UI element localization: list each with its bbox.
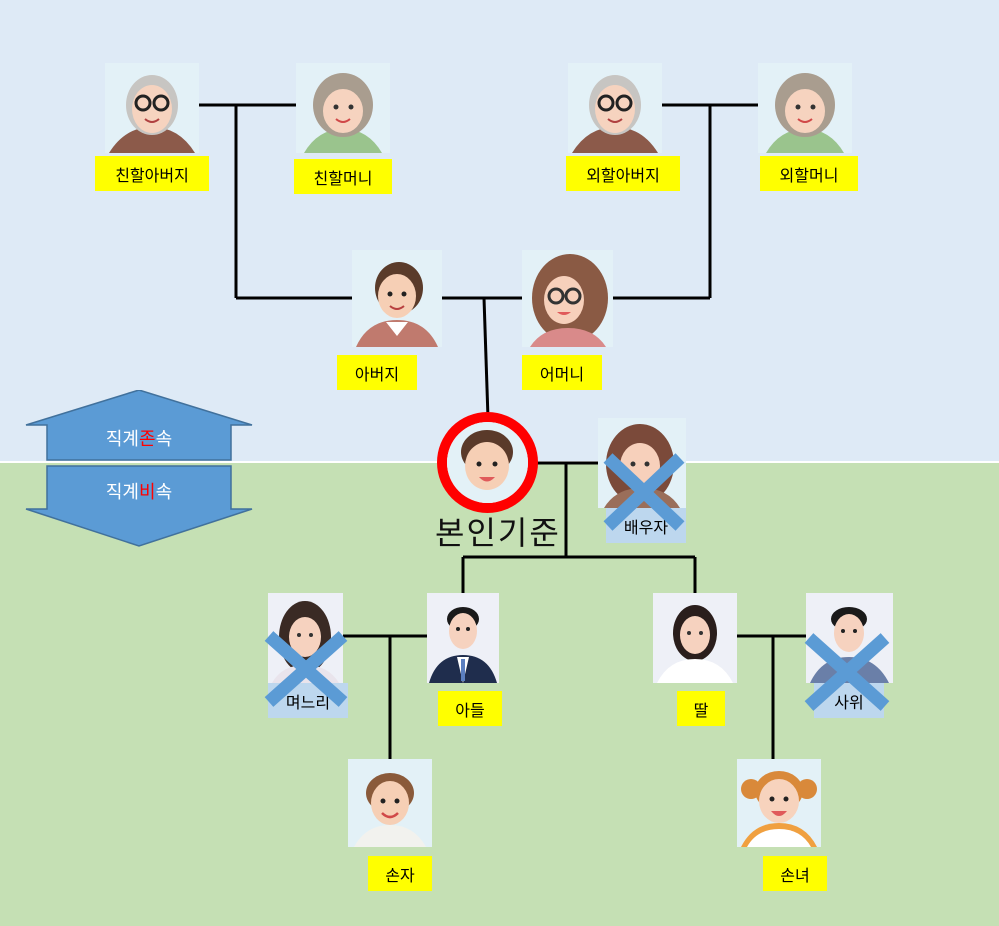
mother-photo: [522, 250, 613, 347]
maternal-grandmother-photo: [758, 63, 852, 153]
young-woman-icon: [653, 593, 737, 683]
excluded-x-icon: [264, 631, 348, 707]
grandfather-icon: [568, 63, 662, 153]
paternal-grandfather-photo: [105, 63, 199, 153]
father-label: 아버지: [337, 355, 417, 390]
paternal-grandfather-label: 친할아버지: [95, 156, 209, 191]
granddaughter-photo: [737, 759, 821, 847]
boy-icon: [348, 759, 432, 847]
girl-icon: [737, 759, 821, 847]
son-photo: [427, 593, 499, 683]
mother-label: 어머니: [522, 355, 602, 390]
grandson-label: 손자: [368, 856, 432, 891]
excluded-x-icon: [603, 453, 685, 531]
grandfather-icon: [105, 63, 199, 153]
daughter-label: 딸: [677, 691, 725, 726]
maternal-grandfather-photo: [568, 63, 662, 153]
man-icon: [352, 250, 442, 347]
paternal-grandmother-photo: [296, 63, 390, 153]
ascendant-arrow-label: 직계존속: [105, 429, 173, 450]
woman-glasses-icon: [522, 250, 613, 347]
ascendant-arrow: [25, 390, 253, 461]
maternal-grandmother-label: 외할머니: [760, 156, 858, 191]
excluded-x-icon: [804, 633, 890, 711]
father-photo: [352, 250, 442, 347]
grandson-photo: [348, 759, 432, 847]
paternal-grandmother-label: 친할머니: [294, 159, 392, 194]
granddaughter-label: 손녀: [763, 856, 827, 891]
descendant-arrow: [25, 465, 253, 547]
self-title: 본인기준: [435, 514, 561, 552]
grandmother-icon: [296, 63, 390, 153]
daughter-photo: [653, 593, 737, 683]
grandmother-icon: [758, 63, 852, 153]
descendant-arrow-label: 직계비속: [105, 482, 173, 503]
self-ring: [437, 412, 538, 513]
self-portrait-icon: [447, 422, 528, 503]
son-label: 아들: [438, 691, 502, 726]
maternal-grandfather-label: 외할아버지: [566, 156, 680, 191]
young-man-suit-icon: [427, 593, 499, 683]
